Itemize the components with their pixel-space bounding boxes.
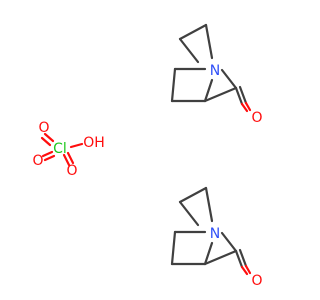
bond (66, 151, 75, 165)
bond (204, 186, 214, 223)
oxygen-atom-label: O (38, 120, 49, 136)
bond (43, 154, 56, 162)
oxygen-atom-label: O (66, 163, 77, 179)
bond (238, 85, 248, 105)
bond (203, 86, 238, 103)
bond (204, 23, 214, 60)
chlorine-atom-label: Cl (53, 141, 67, 157)
bond (41, 150, 54, 158)
bond (178, 37, 200, 64)
quinuclidinone-molecule-bottom: N O (170, 186, 263, 289)
oxygen-atom-label: O (251, 273, 262, 289)
bond-o (244, 264, 252, 275)
nitrogen-atom-label: N (210, 63, 220, 79)
bond (178, 23, 208, 41)
bond (170, 67, 177, 103)
quinuclidinone-molecule-top: N O (170, 23, 263, 126)
bond (43, 132, 55, 143)
bond-o (244, 101, 252, 112)
bond (220, 68, 238, 90)
bond (234, 86, 244, 106)
bond (234, 249, 244, 269)
bond (203, 249, 238, 266)
bond-o (240, 102, 249, 113)
bond (238, 248, 248, 268)
bond (69, 142, 84, 149)
perchloric-acid: Cl O O O OH (32, 120, 104, 179)
bond (40, 136, 52, 147)
oxygen-atom-label: O (251, 110, 262, 126)
nitrogen-atom-label: N (210, 226, 220, 242)
oxygen-atom-label: O (32, 153, 43, 169)
hydroxyl-group-label: OH (83, 135, 105, 151)
bond (203, 78, 214, 103)
bond (178, 200, 200, 227)
bond (170, 230, 177, 266)
bond (203, 241, 214, 266)
bond (220, 231, 238, 253)
bond (178, 186, 208, 204)
bond (62, 153, 71, 167)
chemical-structure-drawing: N O Cl O O O OH N O (32, 23, 263, 289)
bond-o (240, 265, 249, 276)
